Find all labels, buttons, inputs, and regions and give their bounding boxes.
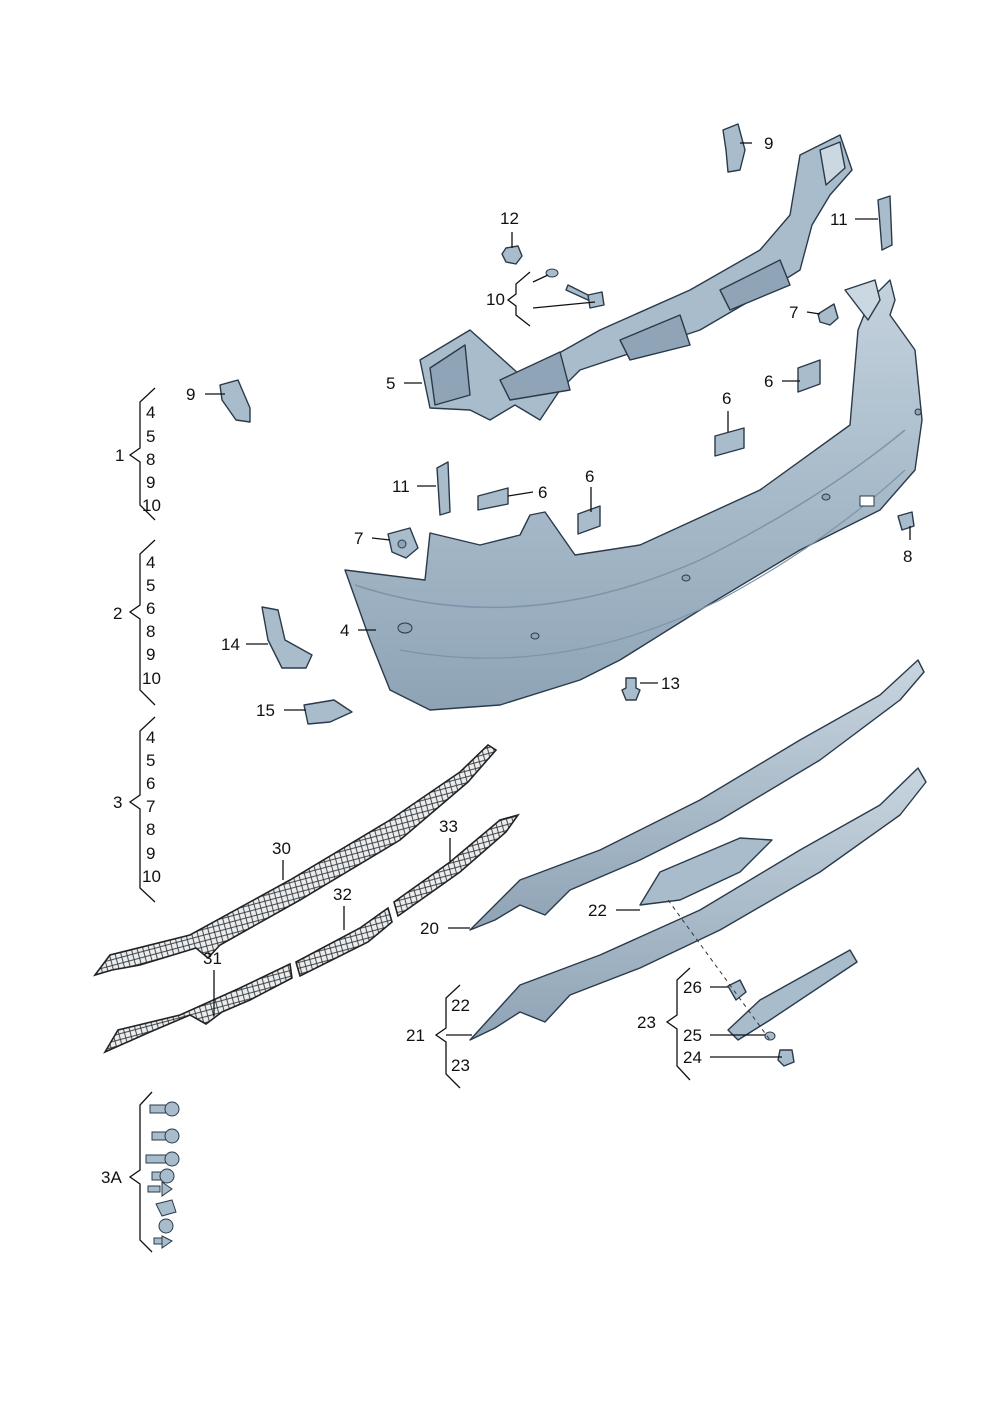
callout-10: 10 — [486, 290, 505, 309]
group-3-item: 7 — [146, 797, 155, 816]
part-20-diffuser — [469, 659, 925, 931]
callout-6-c: 6 — [538, 483, 547, 502]
part-6-clip-1 — [797, 359, 821, 393]
callout-11-right: 11 — [830, 210, 848, 229]
group-1-label: 1 — [115, 446, 124, 465]
group-2-item: 9 — [146, 645, 155, 664]
group-3-item: 6 — [146, 774, 155, 793]
bumper-cover — [344, 279, 923, 711]
group-1-item: 8 — [146, 450, 155, 469]
group-2-item: 6 — [146, 599, 155, 618]
callout-7-left: 7 — [354, 529, 363, 548]
callout-21-sub-22: 22 — [451, 996, 470, 1015]
callout-4: 4 — [340, 621, 349, 640]
part-9-top — [722, 123, 746, 173]
group-3-item: 4 — [146, 728, 155, 747]
callout-5: 5 — [386, 374, 395, 393]
callout-25: 25 — [683, 1026, 702, 1045]
callout-31: 31 — [203, 949, 222, 968]
part-6-clip-4 — [577, 505, 601, 535]
callout-6-a: 6 — [764, 372, 773, 391]
part-11-right — [877, 195, 893, 251]
part-32-mesh — [295, 906, 393, 978]
callout-32: 32 — [333, 885, 352, 904]
callout-8: 8 — [903, 547, 912, 566]
group-1-item: 4 — [146, 403, 155, 422]
brace-group-23 — [665, 967, 691, 1081]
group-2-item: 4 — [146, 553, 155, 572]
group-2-label: 2 — [113, 604, 122, 623]
part-31-mesh — [103, 962, 293, 1054]
group-2-item: 10 — [142, 669, 161, 688]
part-6-clip-3 — [477, 487, 509, 511]
part-22-insert — [639, 837, 773, 906]
part-9-left — [219, 379, 251, 423]
callout-33: 33 — [439, 817, 458, 836]
callout-22: 22 — [588, 901, 607, 920]
fastener-set-3A — [145, 1101, 180, 1249]
callout-14: 14 — [221, 635, 240, 654]
part-6-clip-2 — [714, 427, 745, 457]
part-14-flap — [261, 606, 313, 669]
brace-group-21 — [434, 984, 461, 1089]
part-11-left — [436, 461, 451, 516]
callout-9-top: 9 — [764, 134, 773, 153]
part-30-mesh — [92, 743, 498, 977]
part-8-bracket — [897, 511, 915, 531]
callout-6-d: 6 — [585, 467, 594, 486]
callout-6-b: 6 — [722, 389, 731, 408]
group-1-item: 9 — [146, 473, 155, 492]
callout-15: 15 — [256, 701, 275, 720]
group-3A-label: 3A — [101, 1168, 122, 1187]
callout-21: 21 — [406, 1026, 425, 1045]
callout-20: 20 — [420, 919, 439, 938]
part-10-bolt — [545, 268, 605, 309]
group-1-item: 5 — [146, 427, 155, 446]
group-3-item: 10 — [142, 867, 161, 886]
callout-labels: 9 12 10 11 7 6 5 6 9 11 6 6 8 7 4 14 13 … — [101, 134, 912, 1187]
group-2-item: 5 — [146, 576, 155, 595]
part-33-mesh — [393, 813, 520, 918]
callout-13: 13 — [661, 674, 680, 693]
callout-23: 23 — [637, 1013, 656, 1032]
callout-7-right: 7 — [789, 303, 798, 322]
callout-24: 24 — [683, 1048, 702, 1067]
brace-group-3 — [128, 716, 156, 903]
group-3-label: 3 — [113, 793, 122, 812]
leader-lines — [205, 142, 911, 1058]
part-13-screw — [621, 677, 641, 701]
part-25-washer — [764, 1031, 776, 1041]
part-23-diffuser-lower — [469, 767, 927, 1041]
group-3-item: 9 — [146, 844, 155, 863]
part-26-clip — [727, 979, 747, 1001]
brace-group-10 — [506, 271, 531, 327]
part-24-screw — [777, 1049, 795, 1067]
brace-group-3A — [128, 1091, 153, 1253]
bumper-carrier — [419, 134, 853, 421]
brace-group-1 — [128, 387, 156, 521]
callout-21-sub-23: 23 — [451, 1056, 470, 1075]
group-2-item: 8 — [146, 622, 155, 641]
part-7-right — [817, 303, 839, 326]
group-1-item: 10 — [142, 496, 161, 515]
callout-30: 30 — [272, 839, 291, 858]
part-15-flap — [303, 699, 353, 725]
callout-11-left: 11 — [392, 477, 410, 496]
group-3-item: 5 — [146, 751, 155, 770]
callout-9-left: 9 — [186, 385, 195, 404]
callout-26: 26 — [683, 978, 702, 997]
part-12-nut — [501, 245, 523, 265]
part-7-left — [387, 527, 419, 559]
callout-12: 12 — [500, 209, 519, 228]
part-23-reflector — [727, 949, 858, 1041]
brace-group-2 — [128, 539, 156, 706]
group-3-item: 8 — [146, 820, 155, 839]
